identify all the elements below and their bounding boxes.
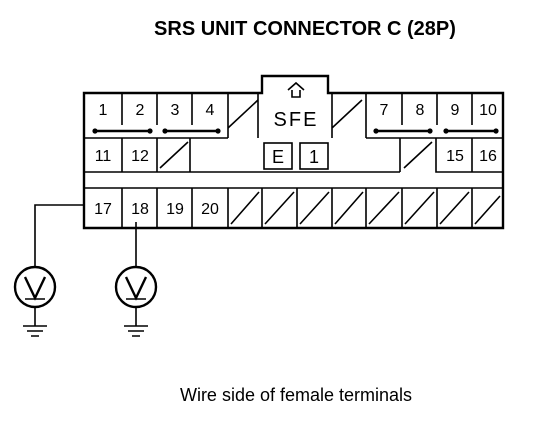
- pin-7: 7: [380, 102, 389, 119]
- pin-12: 12: [131, 148, 149, 165]
- pin-2: 2: [136, 102, 145, 119]
- connector-body: [82, 74, 505, 230]
- pin-20: 20: [201, 201, 219, 218]
- bottom-pin-row: [121, 188, 501, 228]
- pin-1: 1: [99, 102, 108, 119]
- pin-3: 3: [171, 102, 180, 119]
- voltmeter-2: [114, 265, 158, 337]
- pin-8: 8: [416, 102, 425, 119]
- pin-18: 18: [131, 201, 149, 218]
- pin-11: 11: [95, 148, 112, 165]
- pin-19: 19: [166, 201, 184, 218]
- diagram-title: SRS UNIT CONNECTOR C (28P): [154, 18, 456, 40]
- pin-4: 4: [206, 102, 215, 119]
- top-left-pin-row: [121, 93, 259, 138]
- pin-9: 9: [451, 102, 460, 119]
- pin-16: 16: [479, 148, 497, 165]
- shorting-bar-left: [92, 128, 221, 134]
- center-boxes: [263, 142, 329, 170]
- top-right-pin-row: [331, 93, 473, 138]
- lock-tab: [287, 81, 305, 98]
- box-left-label: E: [272, 147, 284, 167]
- lock-label: SFE: [274, 109, 319, 131]
- voltmeter-1: [13, 265, 57, 337]
- caption: Wire side of female terminals: [180, 385, 412, 405]
- pin-10: 10: [479, 102, 497, 119]
- shorting-bar-right: [373, 128, 499, 134]
- pin-15: 15: [446, 148, 464, 165]
- probe-wire-17: [34, 204, 85, 266]
- second-row-left: [121, 138, 189, 172]
- second-row-right: [403, 138, 473, 172]
- pin-17: 17: [94, 201, 112, 218]
- box-right-label: 1: [309, 147, 319, 167]
